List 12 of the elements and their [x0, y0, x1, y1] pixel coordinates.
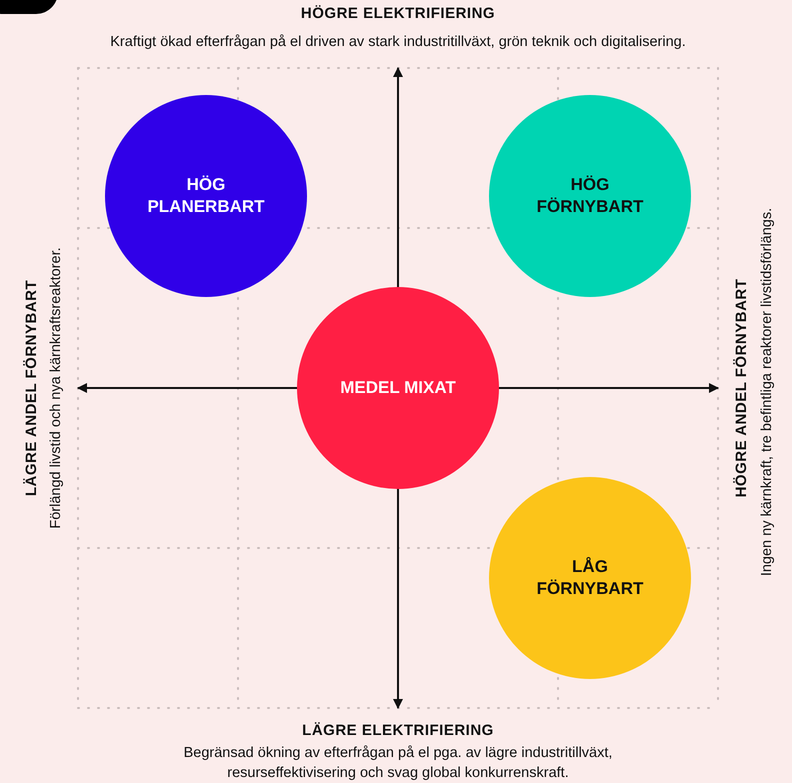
axis-heading: HÖGRE ANDEL FÖRNYBART — [732, 278, 751, 500]
axis-description: Kraftigt ökad efterfrågan på el driven av stark industritillväxt, grön teknik och digitalisering. — [109, 33, 687, 52]
scenario-label: HÖG PLANERBART — [146, 174, 266, 218]
scenario-label: MEDEL MIXAT — [339, 377, 457, 399]
axis-heading: LÄGRE ANDEL FÖRNYBART — [22, 278, 41, 498]
axis-description: Ingen ny kärnkraft, tre befintliga reaktorer livstidsförlängs. — [758, 206, 776, 578]
axis-heading: LÄGRE ELEKTRIFIERING — [301, 721, 495, 741]
axis-heading: HÖGRE ELEKTRIFIERING — [300, 4, 496, 24]
axis-description: Begränsad ökning av efterfrågan på el pga. av lägre industritillväxt, resurseffektivisering och svag global konkurrenskraft. — [182, 744, 614, 783]
scenario-label: LÅG FÖRNYBART — [536, 556, 644, 600]
axis-description: Förlängd livstid och nya kärnkraftsreaktorer. — [47, 246, 65, 531]
scenario-label: HÖG FÖRNYBART — [536, 174, 644, 218]
